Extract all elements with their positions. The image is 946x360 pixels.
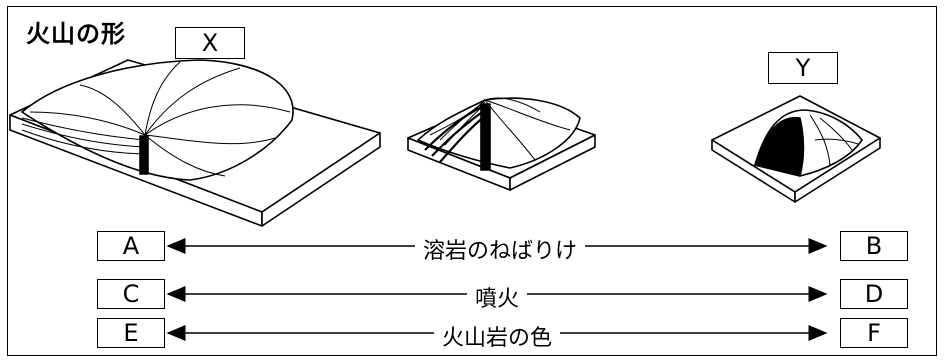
shield-volcano [9,59,381,227]
box-b: B [840,231,908,261]
box-f: F [840,318,908,348]
stratovolcano [407,97,596,191]
box-a: A [97,231,165,261]
row-label-eruption: 噴火 [466,281,528,313]
box-d: D [840,279,908,309]
row-label-viscosity: 溶岩のねばりけ [414,233,586,265]
box-c: C [97,279,165,309]
label-y-box: Y [768,52,838,84]
diagram-frame [7,6,937,356]
lava-dome [711,95,881,203]
diagram-title: 火山の形 [26,20,126,48]
label-x-box: X [175,27,245,59]
box-e: E [97,318,165,348]
row-label-rock-color: 火山岩の色 [433,320,561,352]
